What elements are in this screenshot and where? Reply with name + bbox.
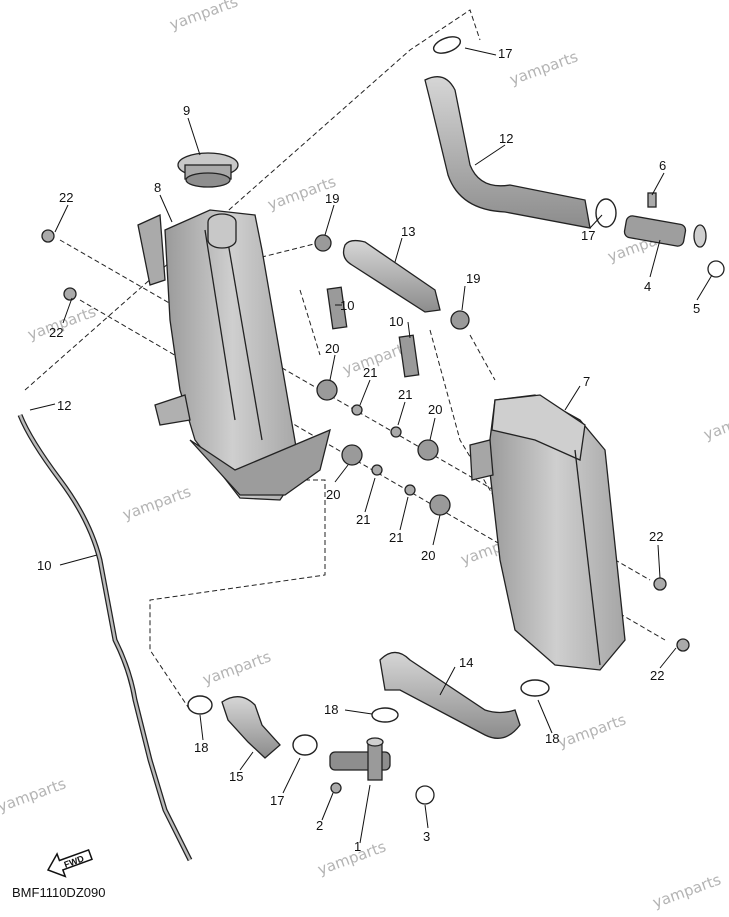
callout-1: 1 [354,839,361,854]
watermark: yamparts [555,710,628,751]
radiator-cap [177,152,239,188]
callout-12: 12 [57,398,71,413]
diagram-code: BMF1110DZ090 [12,885,105,900]
left-radiator [137,209,331,501]
callout-8: 8 [154,180,161,195]
callout-10: 10 [340,298,354,313]
small-parts [41,192,725,805]
callout-20: 20 [428,402,442,417]
callout-5: 5 [693,301,700,316]
right-radiator [469,394,626,671]
callout-19: 19 [466,271,480,286]
callout-7: 7 [583,374,590,389]
watermark: yamparts [120,482,193,523]
watermark: yamparts [0,774,69,815]
callout-22: 22 [649,529,663,544]
watermark: yamparts [200,647,273,688]
watermark: yamparts [315,837,388,878]
clamps [187,36,617,756]
callout-14: 13 [401,224,415,239]
leader-lines [29,47,713,844]
callout-21: 21 [389,530,403,545]
callout-11: 10 [37,558,51,573]
coolant-pipe [329,737,391,781]
callout-18: 18 [324,702,338,717]
lower-hose [379,651,521,739]
callout-18: 18 [194,740,208,755]
callouts: 9 8 22 22 17 12 6 17 4 5 19 13 19 10 10 … [37,46,700,854]
callout-22: 22 [59,190,73,205]
callout-15: 14 [459,655,473,670]
callout-3: 3 [423,829,430,844]
callout-4: 4 [644,279,651,294]
callout-17: 17 [498,46,512,61]
callout-17: 17 [270,793,284,808]
callout-21: 21 [363,365,377,380]
watermark: yamparts [167,0,240,34]
callout-20: 20 [325,341,339,356]
watermark: yamparts [507,47,580,88]
callout-22: 22 [650,668,664,683]
middle-hose [342,239,441,313]
fwd-label: FWD [63,853,86,870]
callout-20: 20 [326,487,340,502]
watermark: yamparts [650,870,723,911]
callout-22: 22 [49,325,63,340]
fwd-arrow: FWD [46,848,93,878]
short-hose [221,696,281,759]
pipe-fitting [623,215,707,248]
callout-20: 20 [421,548,435,563]
callout-21: 21 [398,387,412,402]
callout-9: 9 [183,103,190,118]
callout-10: 10 [389,314,403,329]
callout-19: 19 [325,191,339,206]
upper-hose [424,76,591,229]
callout-18: 18 [545,731,559,746]
callout-6: 6 [659,158,666,173]
callout-17: 17 [581,228,595,243]
callout-21: 21 [356,512,370,527]
callout-13: 12 [499,131,513,146]
callout-2: 2 [316,818,323,833]
watermark: yamparts [701,402,729,443]
callout-16: 15 [229,769,243,784]
